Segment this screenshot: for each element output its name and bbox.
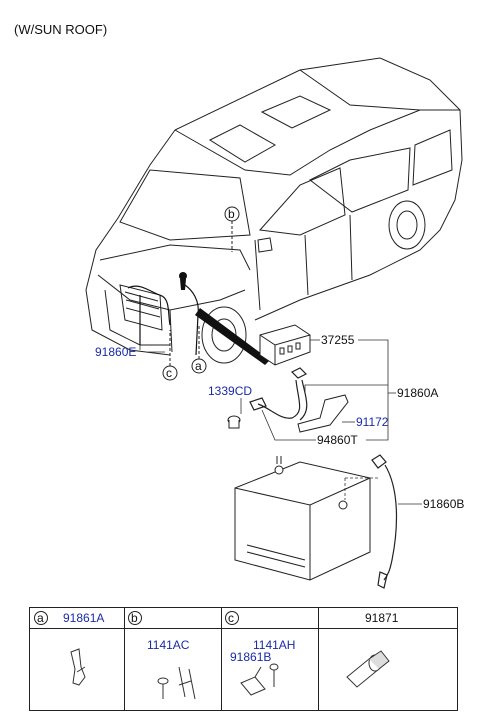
table-letter-b: b	[131, 611, 138, 625]
table-part-91861A: 91861A	[63, 611, 105, 625]
battery-cable-91860A	[249, 367, 308, 421]
parts-table-grid	[29, 607, 458, 711]
bracket-91172	[297, 394, 349, 433]
part-1141AH-bolt	[240, 663, 279, 696]
callout-91860E: 91860E	[95, 345, 137, 359]
main-cable-pointer	[195, 308, 270, 365]
table-letter-c: c	[228, 611, 234, 625]
battery-cable-91860B	[371, 454, 398, 589]
table-part-1141AC: 1141AC	[147, 638, 190, 652]
dashed-leaders	[344, 477, 380, 500]
table-part-91861B: 91861B	[230, 650, 272, 664]
van-illustration	[85, 57, 463, 364]
part-1141AC-bolt	[157, 666, 196, 700]
marker-a: a	[195, 359, 202, 373]
marker-circles	[162, 206, 240, 381]
table-part-1141AH: 1141AH	[253, 638, 296, 652]
callout-leaders	[139, 339, 422, 505]
table-part-91871: 91871	[365, 611, 399, 625]
marker-c: c	[166, 366, 172, 380]
part-91861A-clip	[70, 648, 86, 686]
callout-94860T: 94860T	[317, 433, 358, 447]
callout-91860A: 91860A	[397, 386, 439, 400]
table-letter-a: a	[37, 611, 44, 625]
relay-fuse	[179, 272, 187, 290]
diagram-title: (W/SUN ROOF)	[14, 22, 108, 37]
callout-37255: 37255	[321, 333, 355, 347]
marker-b: b	[228, 207, 235, 221]
fuse-box-37255	[259, 324, 311, 366]
callout-91172: 91172	[356, 415, 389, 429]
callout-1339CD: 1339CD	[208, 384, 253, 398]
marker-leaders	[169, 221, 233, 366]
callout-91860B: 91860B	[423, 497, 465, 511]
battery	[234, 456, 371, 581]
part-91871-grommet	[346, 650, 390, 688]
parts-table: a 91861A b c 91871 1141AC 1141AH 91861B	[29, 607, 458, 711]
bolt-1339CD	[227, 415, 241, 429]
